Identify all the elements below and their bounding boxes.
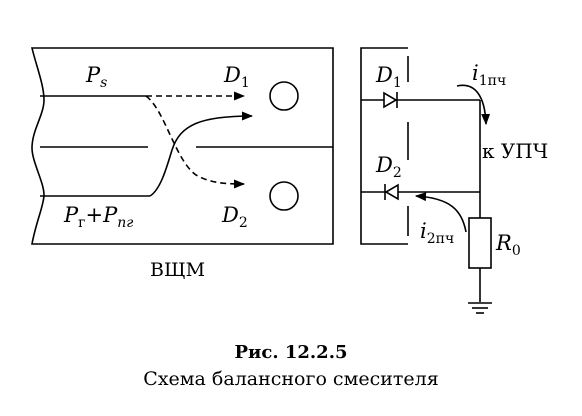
svg-text:i2пч: i2пч: [420, 219, 454, 247]
diode-d2: [384, 183, 399, 201]
label-d2-right-sub: 2: [393, 165, 402, 181]
svg-text:Pг+Pпг: Pг+Pпг: [63, 203, 133, 231]
svg-text:R0: R0: [495, 231, 521, 259]
label-d1-right-main: D: [375, 63, 393, 87]
diode-d1: [383, 91, 398, 109]
label-pg-main: P: [63, 203, 79, 227]
label-vschm: ВЩМ: [150, 259, 205, 281]
svg-text:Ps: Ps: [85, 63, 107, 91]
label-pg-sub: г: [78, 215, 85, 231]
label-i2-main: i: [420, 219, 427, 243]
label-d2-left-sub: 2: [239, 215, 248, 231]
resistor-r0: [468, 217, 492, 269]
label-ps-sub: s: [100, 75, 107, 91]
heterodyne-branch-bottom: [149, 149, 173, 197]
label-d2-right-main: D: [375, 153, 393, 177]
label-d1-left-main: D: [223, 63, 241, 87]
label-ps-main: P: [85, 63, 101, 87]
detector-d2-circle: [269, 181, 299, 211]
label-d1-left-sub: 1: [241, 75, 250, 91]
label-png-sub: пг: [117, 215, 133, 231]
figure-caption-title: Рис. 12.2.5: [234, 342, 348, 363]
svg-text:D1: D1: [223, 63, 250, 91]
svg-text:D2: D2: [221, 203, 248, 231]
circuit-frame-left: [360, 47, 408, 245]
figure-caption-subtitle: Схема балансного смесителя: [143, 368, 439, 390]
label-png-main: P: [102, 203, 118, 227]
label-to-upch: к УПЧ: [482, 139, 548, 163]
current-i1-arrow: [456, 84, 491, 126]
label-plus: +: [85, 203, 103, 227]
balanced-mixer-diagram: Ps D1 Pг+Pпг D2 ВЩМ: [30, 47, 548, 314]
waveguide-outline: [30, 47, 334, 245]
label-i1-main: i: [472, 61, 479, 85]
svg-text:D2: D2: [375, 153, 402, 181]
label-d2-left-main: D: [221, 203, 239, 227]
signal-ps-branch-down: [145, 95, 246, 189]
heterodyne-branch-up: [171, 111, 254, 151]
ground-icon: [468, 302, 492, 314]
detector-d1-circle: [269, 81, 299, 111]
label-r0-sub: 0: [512, 243, 521, 259]
current-i2-arrow: [414, 192, 467, 233]
waveguide-bridge: [30, 47, 334, 245]
svg-text:D1: D1: [375, 63, 402, 91]
svg-text:i1пч: i1пч: [472, 61, 506, 89]
diode-circuit: [360, 47, 481, 302]
label-r0-main: R: [495, 231, 512, 255]
label-d1-right-sub: 1: [393, 75, 402, 91]
label-i1-sub: 1пч: [479, 73, 507, 89]
label-i2-sub: 2пч: [427, 231, 455, 247]
